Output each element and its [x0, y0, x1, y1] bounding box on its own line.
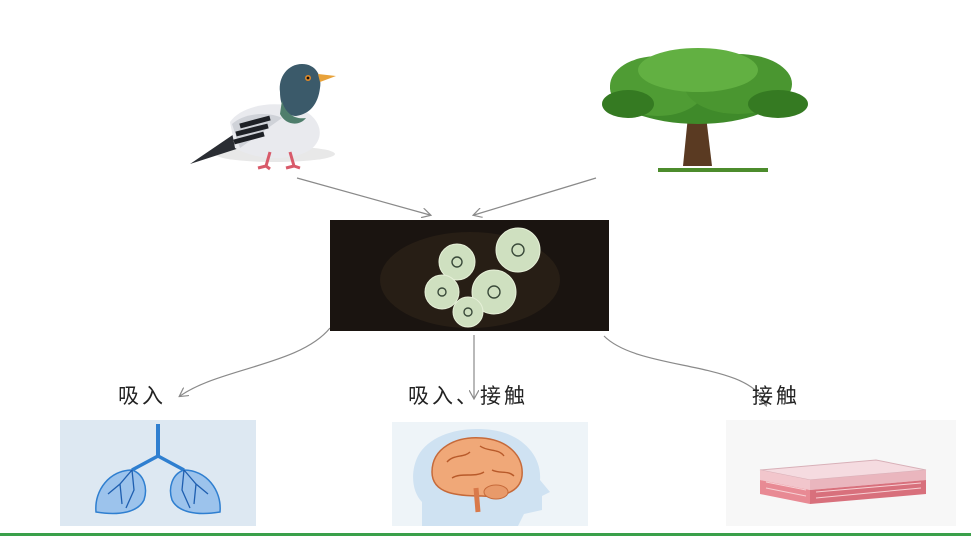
tree-image: [588, 46, 838, 176]
arrow-tree-to-fungus: [474, 177, 597, 215]
label-inhalation: 吸入: [118, 384, 166, 408]
fungus-micrograph: [330, 220, 609, 331]
bottom-rule: [0, 533, 971, 536]
label-inhalation-contact: 吸入、接触: [408, 384, 528, 408]
skin-image: [726, 420, 956, 526]
pigeon-image: [170, 52, 345, 172]
arrow-fungus-to-skin: [603, 335, 766, 405]
brain-image: [392, 422, 588, 526]
cryptococcus-micrograph: [330, 220, 609, 331]
lungs-image: [60, 420, 256, 526]
pigeon-icon: [190, 64, 336, 171]
lungs-icon: [60, 420, 256, 526]
label-contact: 接触: [752, 384, 800, 408]
arrow-fungus-to-lungs: [180, 327, 331, 396]
tree-icon: [602, 48, 808, 172]
skin-layers-icon: [726, 420, 956, 526]
brain-head-icon: [392, 422, 588, 526]
arrow-pigeon-to-fungus: [296, 177, 430, 215]
